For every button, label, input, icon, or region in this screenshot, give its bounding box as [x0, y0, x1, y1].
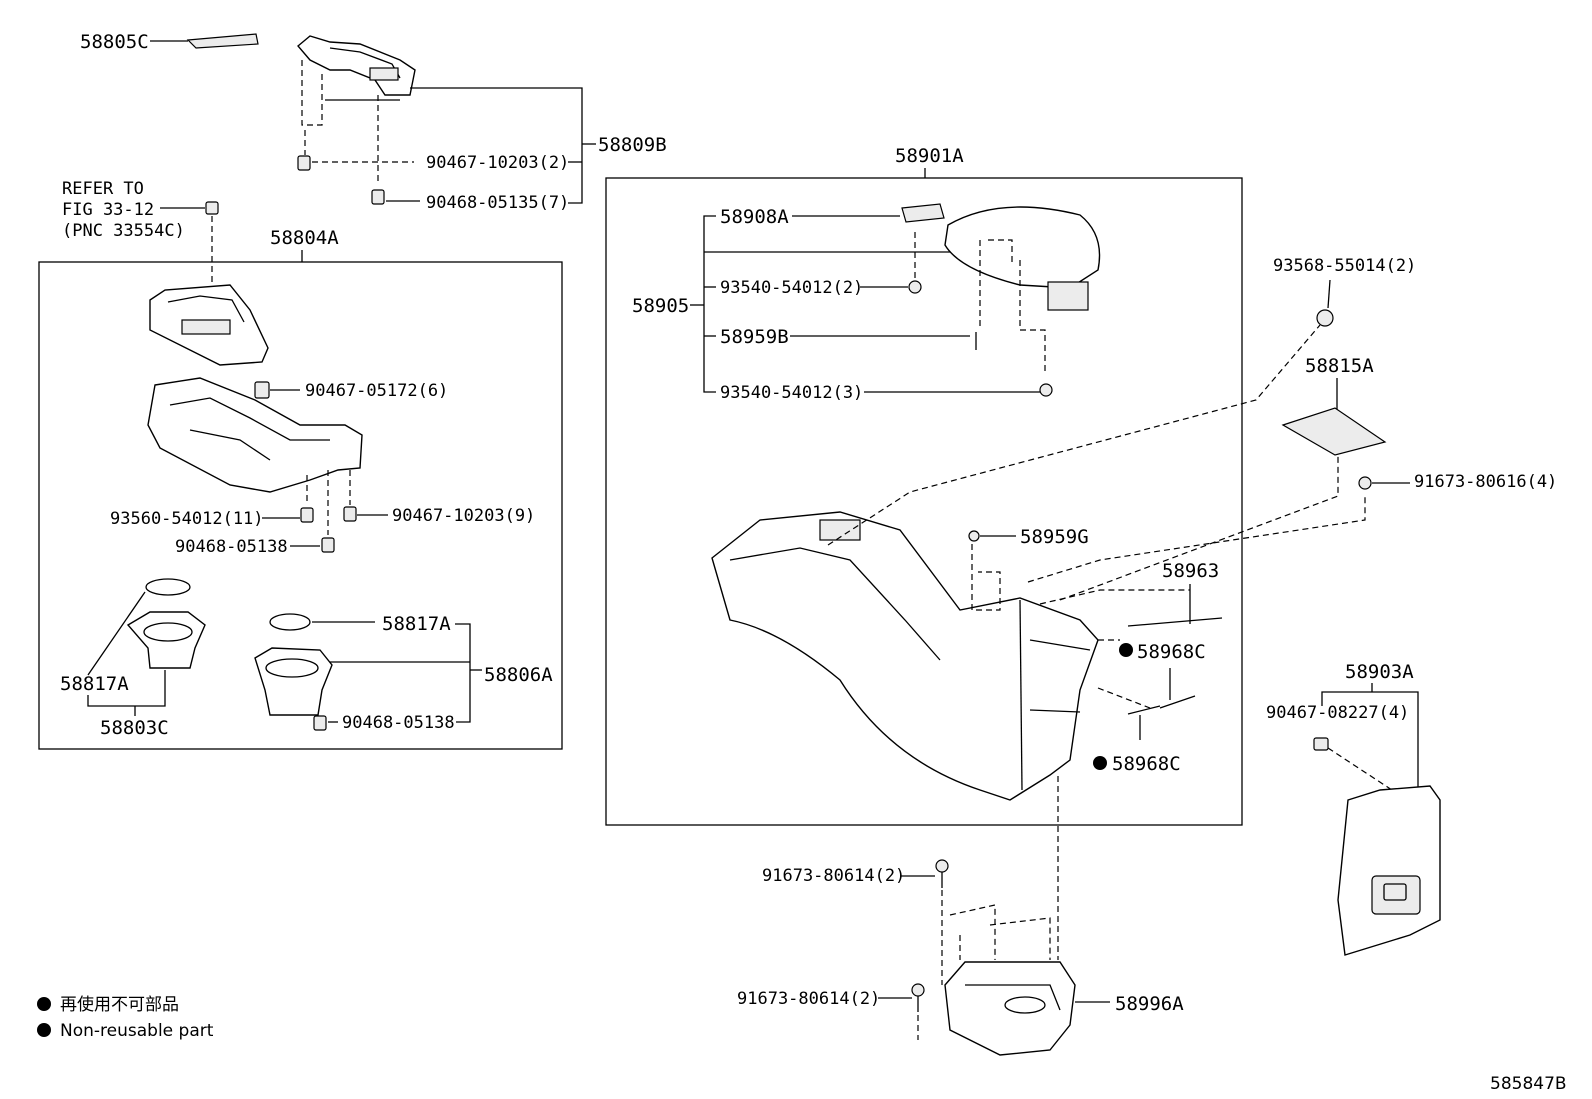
label-90468-05135-7: 90468-05135(7) [426, 193, 569, 213]
refer-note: REFER TO FIG 33-12 (PNC 33554C) [62, 179, 219, 300]
cup-holder-58806a [254, 647, 333, 716]
bottom-58996a: 91673-80614(2) 91673-80614(2) 58996A [737, 859, 1184, 1056]
refer-line-2: FIG 33-12 [62, 200, 154, 220]
refer-line-3: (PNC 33554C) [62, 221, 185, 241]
part-58805c-group: 58805C [80, 31, 259, 53]
label-90467-10203-9: 90467-10203(9) [392, 506, 535, 526]
label-93560-54012-11: 93560-54012(11) [110, 509, 264, 529]
label-90467-05172-6: 90467-05172(6) [305, 381, 448, 401]
panel-58903a [1337, 785, 1441, 956]
label-90468-05138-a: 90468-05138 [175, 537, 288, 557]
label-93540-54012-3: 93540-54012(3) [720, 383, 863, 403]
legend-dot-1 [37, 997, 51, 1011]
label-58817a-left: 58817A [60, 673, 129, 695]
cup-holder-58803c [126, 611, 206, 669]
legend-line-2: Non-reusable part [60, 1021, 214, 1041]
label-58905: 58905 [632, 295, 689, 317]
label-58968c-a: 58968C [1137, 641, 1206, 663]
label-58804a: 58804A [270, 227, 339, 249]
label-58996a: 58996A [1115, 993, 1184, 1015]
hinge-58908a [901, 203, 945, 223]
label-91673-80614-2-b: 91673-80614(2) [737, 989, 880, 1009]
label-58806a: 58806A [484, 664, 553, 686]
armrest-lid [944, 206, 1101, 289]
label-91673-80614-2-a: 91673-80614(2) [762, 866, 905, 886]
label-91673-80616-4: 91673-80616(4) [1414, 472, 1557, 492]
mat-58815a [1281, 407, 1387, 456]
label-58815a: 58815A [1305, 355, 1374, 377]
shift-bezel-58809b [297, 35, 416, 96]
label-93568-55014-2: 93568-55014(2) [1273, 256, 1416, 276]
non-reusable-dot-1 [1119, 643, 1133, 657]
part-58809b-group: 90467-10203(2) 90468-05135(7) 58809B [297, 35, 667, 213]
legend-line-1: 再使用不可部品 [60, 994, 179, 1015]
label-58959b: 58959B [720, 326, 789, 348]
label-58817a-right: 58817A [382, 613, 451, 635]
right-side-parts: 93568-55014(2) 58815A 91673-80616(4) 589… [1266, 256, 1557, 956]
label-58805c: 58805C [80, 31, 149, 53]
label-58963: 58963 [1162, 560, 1219, 582]
label-58803c: 58803C [100, 717, 169, 739]
label-90468-05138-b: 90468-05138 [342, 713, 455, 733]
legend: 再使用不可部品 Non-reusable part [37, 994, 214, 1041]
label-93540-54012-2: 93540-54012(2) [720, 278, 863, 298]
legend-dot-2 [37, 1023, 51, 1037]
bracket-58996a [944, 961, 1076, 1056]
box-58804a: 58804A 90467-05172(6) 93560-54012(11) 90… [38, 227, 563, 750]
refer-line-1: REFER TO [62, 179, 144, 199]
console-lower-frame [147, 377, 363, 493]
panel-58805c [186, 33, 259, 49]
label-58908a: 58908A [720, 206, 789, 228]
label-90467-08227-4: 90467-08227(4) [1266, 703, 1409, 723]
non-reusable-dot-2 [1093, 756, 1107, 770]
diagram-id: 585847B [1490, 1074, 1567, 1094]
label-58901a: 58901A [895, 145, 964, 167]
label-58903a: 58903A [1345, 661, 1414, 683]
console-body-58901a [711, 511, 1099, 801]
label-90467-10203-2: 90467-10203(2) [426, 153, 569, 173]
label-58959g: 58959G [1020, 526, 1089, 548]
label-58809b: 58809B [598, 134, 667, 156]
box-58901a: 58901A 58905 58908A 93540-54012(2) 58959… [605, 145, 1366, 960]
label-58968c-b: 58968C [1112, 753, 1181, 775]
